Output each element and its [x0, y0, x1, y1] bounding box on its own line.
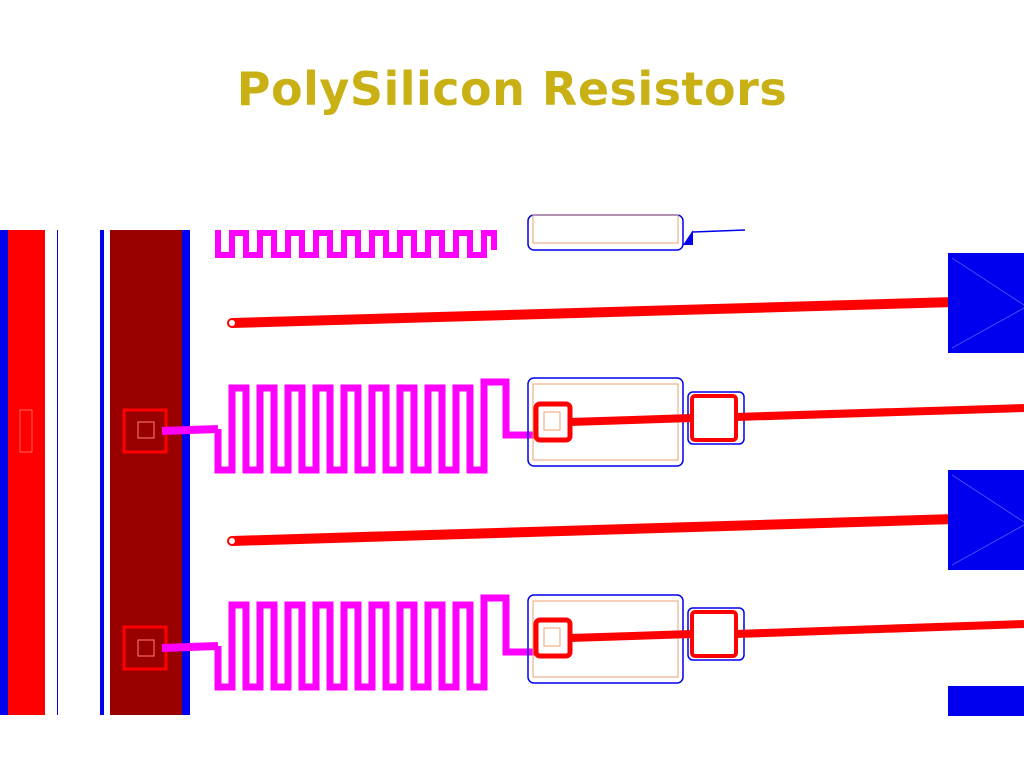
resistor-2-contact-b-inner [690, 610, 738, 658]
poly-line-middle-end [227, 536, 237, 546]
page-title: PolySilicon Resistors [236, 62, 788, 116]
top-head-outline [527, 214, 684, 251]
pad-1-diag [951, 257, 1024, 349]
left-contact-mark [19, 409, 33, 453]
contact-2-inner [137, 639, 155, 657]
resistor-2-head-outline [527, 594, 684, 684]
left-rails [0, 230, 58, 715]
serpentine-resistor-top [215, 230, 497, 258]
resistor-row-2 [161, 594, 1024, 691]
resistor-1-contact-a-inner [543, 411, 561, 431]
resistor-1-output [735, 404, 1024, 421]
poly-line-upper-end [227, 318, 237, 328]
pad-2 [948, 470, 1024, 570]
resistor-2-contact-a [533, 617, 573, 659]
top-head-blue-corner [683, 230, 693, 245]
resistor-2-contact-a-inner [543, 627, 561, 647]
serpentine-resistor-2 [214, 594, 535, 691]
resistor-row-top-head [527, 214, 746, 251]
resistor-1-contact-b-inner [690, 394, 738, 442]
resistor-row-1 [161, 377, 1024, 474]
poly-line-upper [231, 297, 956, 328]
well-white-strip [104, 230, 110, 715]
resistor-2-output [735, 620, 1024, 638]
right-pads [948, 253, 1024, 716]
left-white-gap [45, 230, 57, 715]
resistor-1-strip [569, 414, 693, 426]
left-red-rail [8, 230, 45, 715]
well-dark-red [110, 230, 182, 715]
contact-1-inner [137, 421, 155, 439]
poly-line-middle [231, 514, 956, 546]
well-column [100, 230, 190, 715]
serpentine-resistor-1 [214, 378, 535, 474]
pad-3 [948, 686, 1024, 716]
resistor-1-contact-a [533, 401, 573, 443]
top-head-inner [532, 214, 679, 244]
pad-2-diag [951, 474, 1024, 566]
resistor-1-lead [161, 425, 219, 435]
resistor-2-lead [161, 642, 219, 652]
resistor-2-head-inner [532, 600, 679, 678]
resistor-2-strip [569, 630, 693, 642]
top-head-right-edge [692, 229, 746, 233]
pad-1 [948, 253, 1024, 353]
